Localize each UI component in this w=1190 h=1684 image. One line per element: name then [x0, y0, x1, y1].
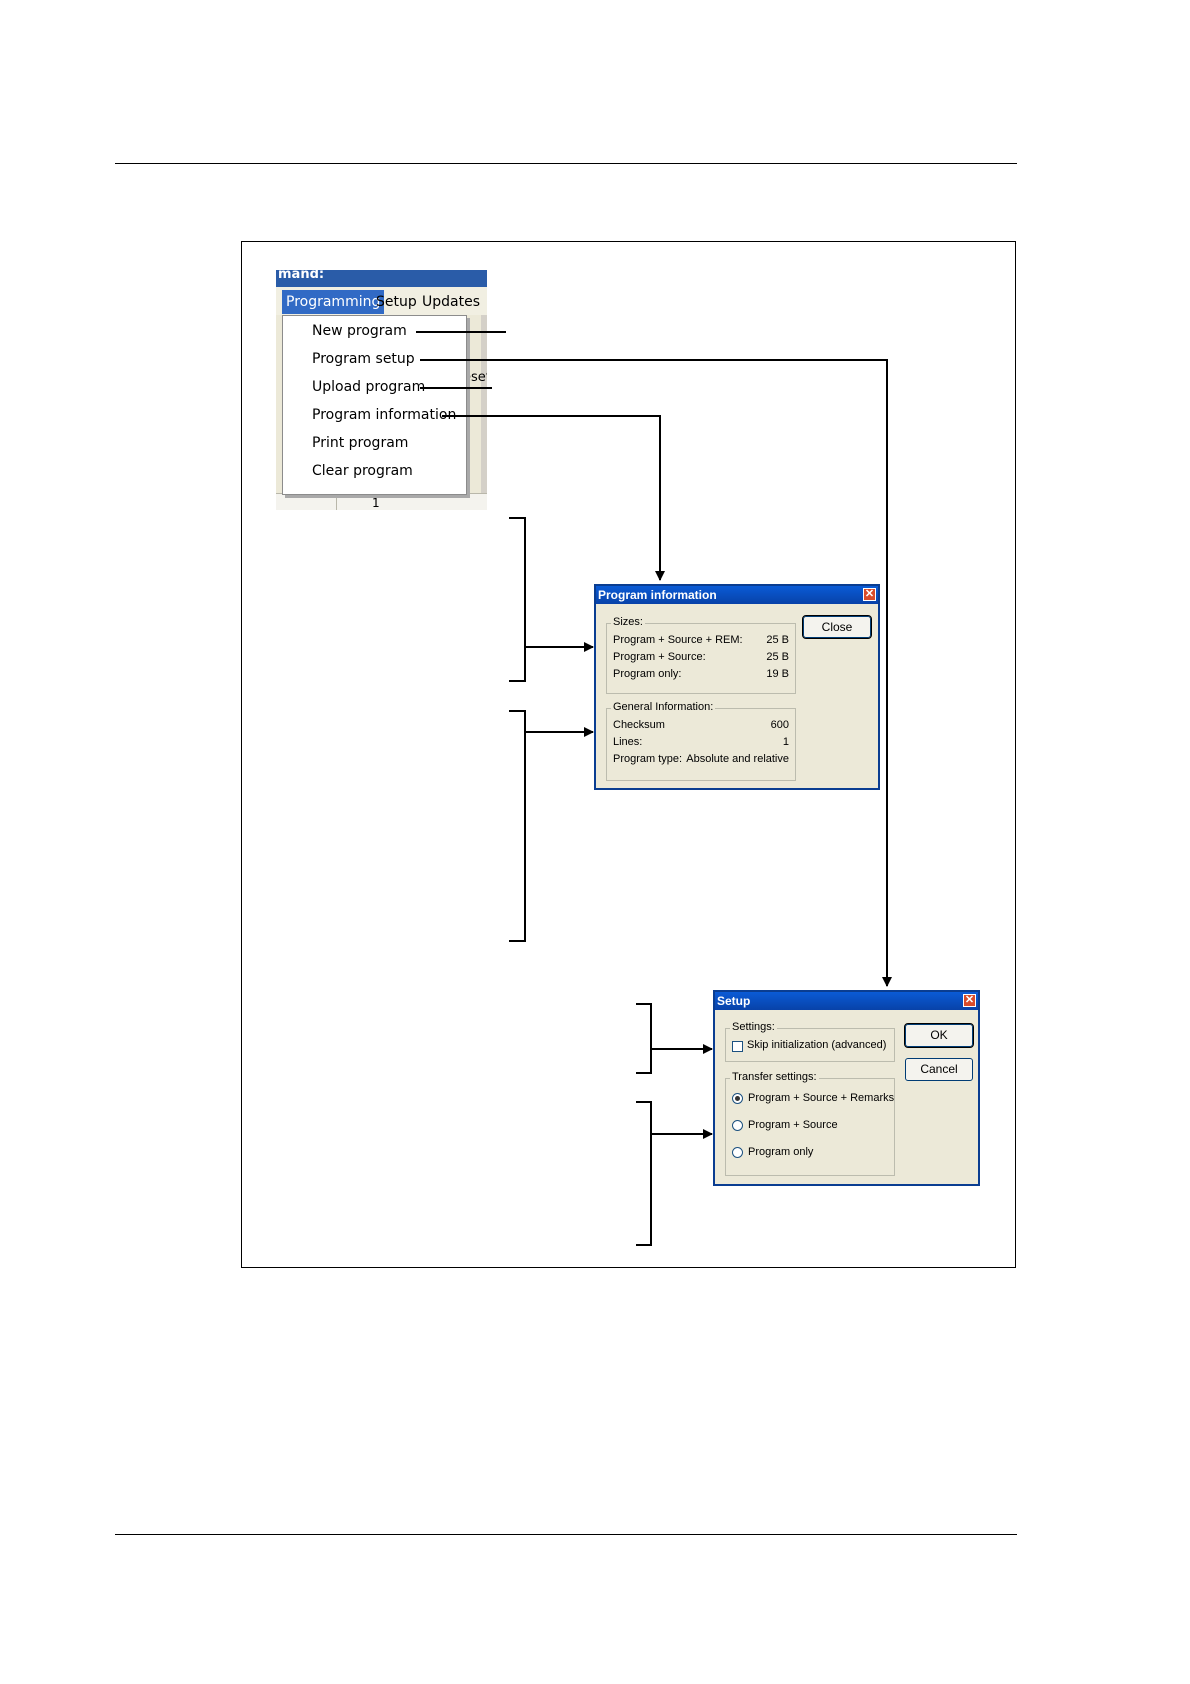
- info-label: Checksum: [613, 719, 665, 731]
- settings-label: Settings:: [730, 1021, 777, 1033]
- general-information-label: General Information:: [611, 701, 716, 713]
- transfer-option-label: Program + Source + Remarks: [748, 1092, 895, 1104]
- transfer-option-label: Program only: [748, 1146, 814, 1158]
- grid-row-fragment: 1: [276, 493, 487, 510]
- close-button[interactable]: Close: [802, 615, 872, 639]
- sizes-label: Sizes:: [611, 616, 645, 628]
- row-number: 1: [372, 496, 380, 510]
- transfer-option-label: Program + Source: [748, 1119, 838, 1131]
- info-label: Lines:: [613, 736, 643, 748]
- settings-group: Settings: Skip initialization (advanced): [725, 1021, 895, 1062]
- size-value: 25 B: [766, 634, 789, 646]
- menu-item-clear-program[interactable]: Clear program: [312, 463, 413, 479]
- sizes-group: Sizes: Program + Source + REM: 25 B Progr…: [606, 616, 796, 694]
- info-value: 1: [782, 736, 789, 748]
- size-label: Program + Source + REM:: [613, 634, 743, 646]
- programming-dropdown: New program Program setup Upload program…: [282, 315, 467, 495]
- size-row: Program + Source + REM: 25 B: [613, 632, 789, 648]
- transfer-settings-group: Transfer settings: Program + Source + Re…: [725, 1071, 895, 1176]
- setup-dialog: Setup ✕ OK Cancel Settings: Skip initial…: [713, 990, 980, 1186]
- grid-cell-divider: [336, 494, 337, 510]
- transfer-settings-label: Transfer settings:: [730, 1071, 819, 1083]
- size-row: Program only: 19 B: [613, 666, 789, 682]
- program-information-dialog: Program information ✕ Close Sizes: Progr…: [594, 584, 880, 790]
- menubar: Programming Setup Updates: [276, 287, 487, 315]
- menu-item-upload-program[interactable]: Upload program: [312, 379, 426, 395]
- general-information-group: General Information: Checksum 600 Lines: 1…: [606, 701, 796, 781]
- transfer-radio[interactable]: [732, 1147, 743, 1158]
- info-row: Program type:Absolute and relative: [613, 751, 789, 767]
- info-row: Lines: 1: [613, 734, 789, 750]
- menu-item-print-program[interactable]: Print program: [312, 435, 409, 451]
- transfer-radio[interactable]: [732, 1120, 743, 1131]
- cancel-button[interactable]: Cancel: [905, 1058, 973, 1081]
- window-background: [481, 315, 487, 510]
- menu-updates[interactable]: Updates: [422, 294, 480, 310]
- transfer-radio[interactable]: [732, 1093, 743, 1104]
- menu-programming[interactable]: Programming: [282, 290, 385, 314]
- footer-rule: [115, 1534, 1017, 1535]
- menu-setup[interactable]: Setup: [376, 294, 417, 310]
- figure-frame: [241, 241, 1016, 1268]
- ok-button[interactable]: OK: [904, 1023, 974, 1048]
- info-row: Checksum 600: [613, 717, 789, 733]
- menu-screenshot: mand: Programming Setup Updates eset 1 N…: [276, 270, 487, 510]
- size-value: 19 B: [766, 668, 789, 680]
- info-value: Absolute and relative: [686, 753, 789, 765]
- header-rule: [115, 163, 1017, 164]
- skip-initialization-checkbox[interactable]: [732, 1041, 743, 1052]
- window-title-fragment: mand:: [276, 270, 487, 287]
- size-label: Program only:: [613, 668, 682, 680]
- size-row: Program + Source: 25 B: [613, 649, 789, 665]
- skip-initialization-label: Skip initialization (advanced): [747, 1039, 887, 1051]
- dialog-title: Program information: [596, 586, 878, 604]
- size-label: Program + Source:: [613, 651, 706, 663]
- info-label: Program type:: [613, 753, 683, 765]
- close-icon[interactable]: ✕: [963, 994, 976, 1007]
- close-icon[interactable]: ✕: [863, 588, 876, 601]
- info-value: 600: [770, 719, 789, 731]
- menu-item-program-setup[interactable]: Program setup: [312, 351, 415, 367]
- dialog-title: Setup: [715, 992, 978, 1010]
- menu-item-program-information[interactable]: Program information: [312, 407, 457, 423]
- menu-item-new-program[interactable]: New program: [312, 323, 407, 339]
- size-value: 25 B: [766, 651, 789, 663]
